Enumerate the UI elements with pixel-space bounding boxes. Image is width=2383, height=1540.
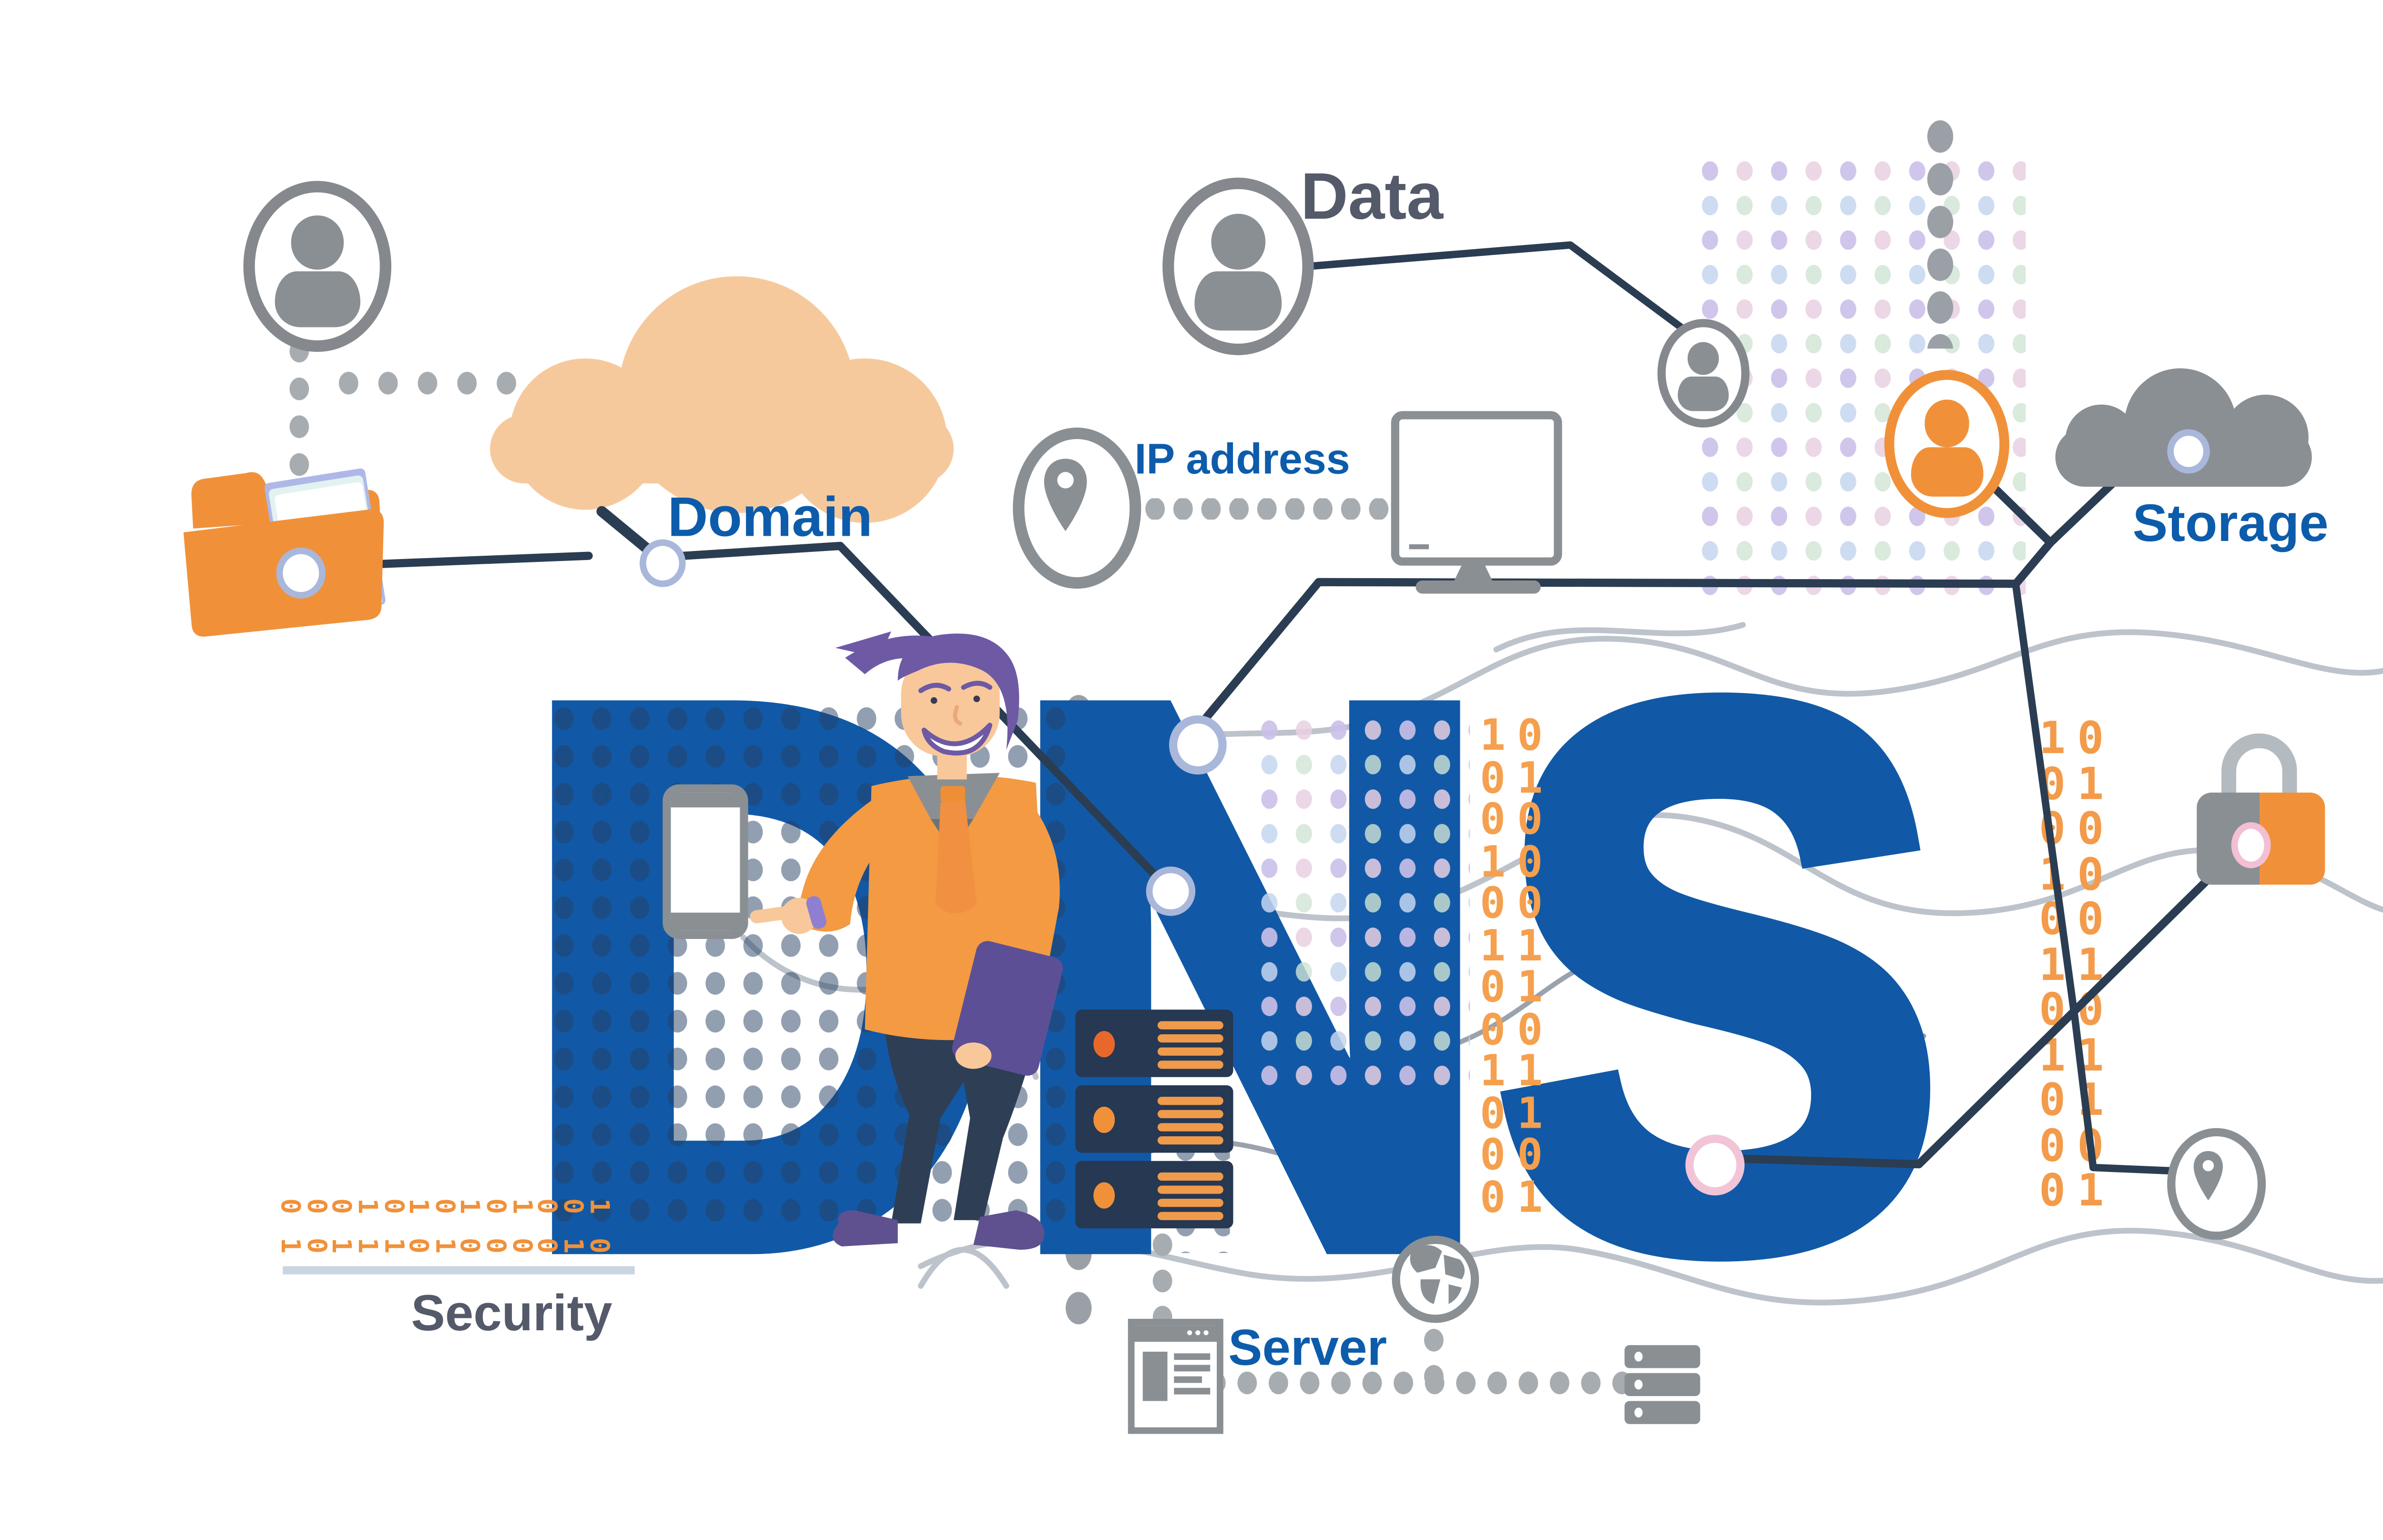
binary-row: 01 (2039, 1075, 2116, 1127)
security-underline (283, 1266, 635, 1275)
label-ip-address: IP address (1134, 434, 1350, 484)
binary-row: 01 (1480, 963, 1555, 1013)
binary-row: 00 (1480, 795, 1555, 846)
binary-row: 11 (1480, 1047, 1555, 1097)
rack-unit (1075, 1010, 1233, 1077)
label-data: Data (1300, 161, 1444, 234)
padlock-icon (2197, 730, 2328, 888)
user-icon-storage (1884, 370, 2009, 518)
label-server: Server (1228, 1318, 1387, 1377)
binary-row: 01 (2039, 759, 2116, 810)
label-security: Security (411, 1284, 612, 1342)
binary-row: 00 (1480, 1131, 1555, 1181)
binary-row: 11 (1480, 921, 1555, 971)
server-rack-icon (1075, 1010, 1233, 1233)
binary-row: 01 (1480, 1173, 1555, 1223)
connector-node-s (1685, 1134, 1745, 1196)
monitor-base (1416, 580, 1541, 594)
connector-node-n-upper (1169, 715, 1227, 775)
security-binary-row-2: 1011101000010 (275, 1237, 615, 1254)
location-pin-icon-small (2167, 1128, 2266, 1240)
label-storage: Storage (2132, 493, 2329, 553)
binary-row: 01 (1480, 1089, 1555, 1139)
user-icon-topleft (243, 181, 392, 352)
person-illustration (750, 631, 1063, 1250)
smartphone-icon (662, 784, 748, 939)
globe-icon (1392, 1235, 1479, 1323)
label-domain: Domain (667, 487, 873, 550)
connector-node-cloud (2167, 429, 2210, 474)
folder-icon (183, 468, 386, 637)
binary-row: 00 (1480, 1005, 1555, 1055)
rack-unit (1075, 1085, 1233, 1153)
security-binary-row-1: 0001010101001 (275, 1198, 615, 1214)
connector-node-folder (276, 547, 326, 599)
binary-row: 10 (1480, 712, 1555, 762)
binary-row: 01 (1480, 754, 1555, 804)
browser-window-icon (1128, 1318, 1223, 1434)
connector-node-n-lower (1146, 867, 1196, 916)
rack-unit (1075, 1161, 1233, 1229)
binary-row: 00 (1480, 879, 1555, 929)
binary-row: 10 (2039, 714, 2116, 765)
user-icon-data (1162, 177, 1314, 356)
padlock-keyhole-node (2231, 822, 2271, 868)
server-stack-icon (1624, 1345, 1701, 1430)
binary-row: 10 (1480, 837, 1555, 887)
user-icon-data-small (1657, 319, 1750, 428)
binary-row: 00 (2039, 894, 2116, 946)
binary-row: 01 (2039, 1166, 2116, 1217)
monitor-icon (1391, 411, 1562, 566)
location-pin-icon (1013, 428, 1141, 589)
cloud-icon (487, 273, 957, 523)
